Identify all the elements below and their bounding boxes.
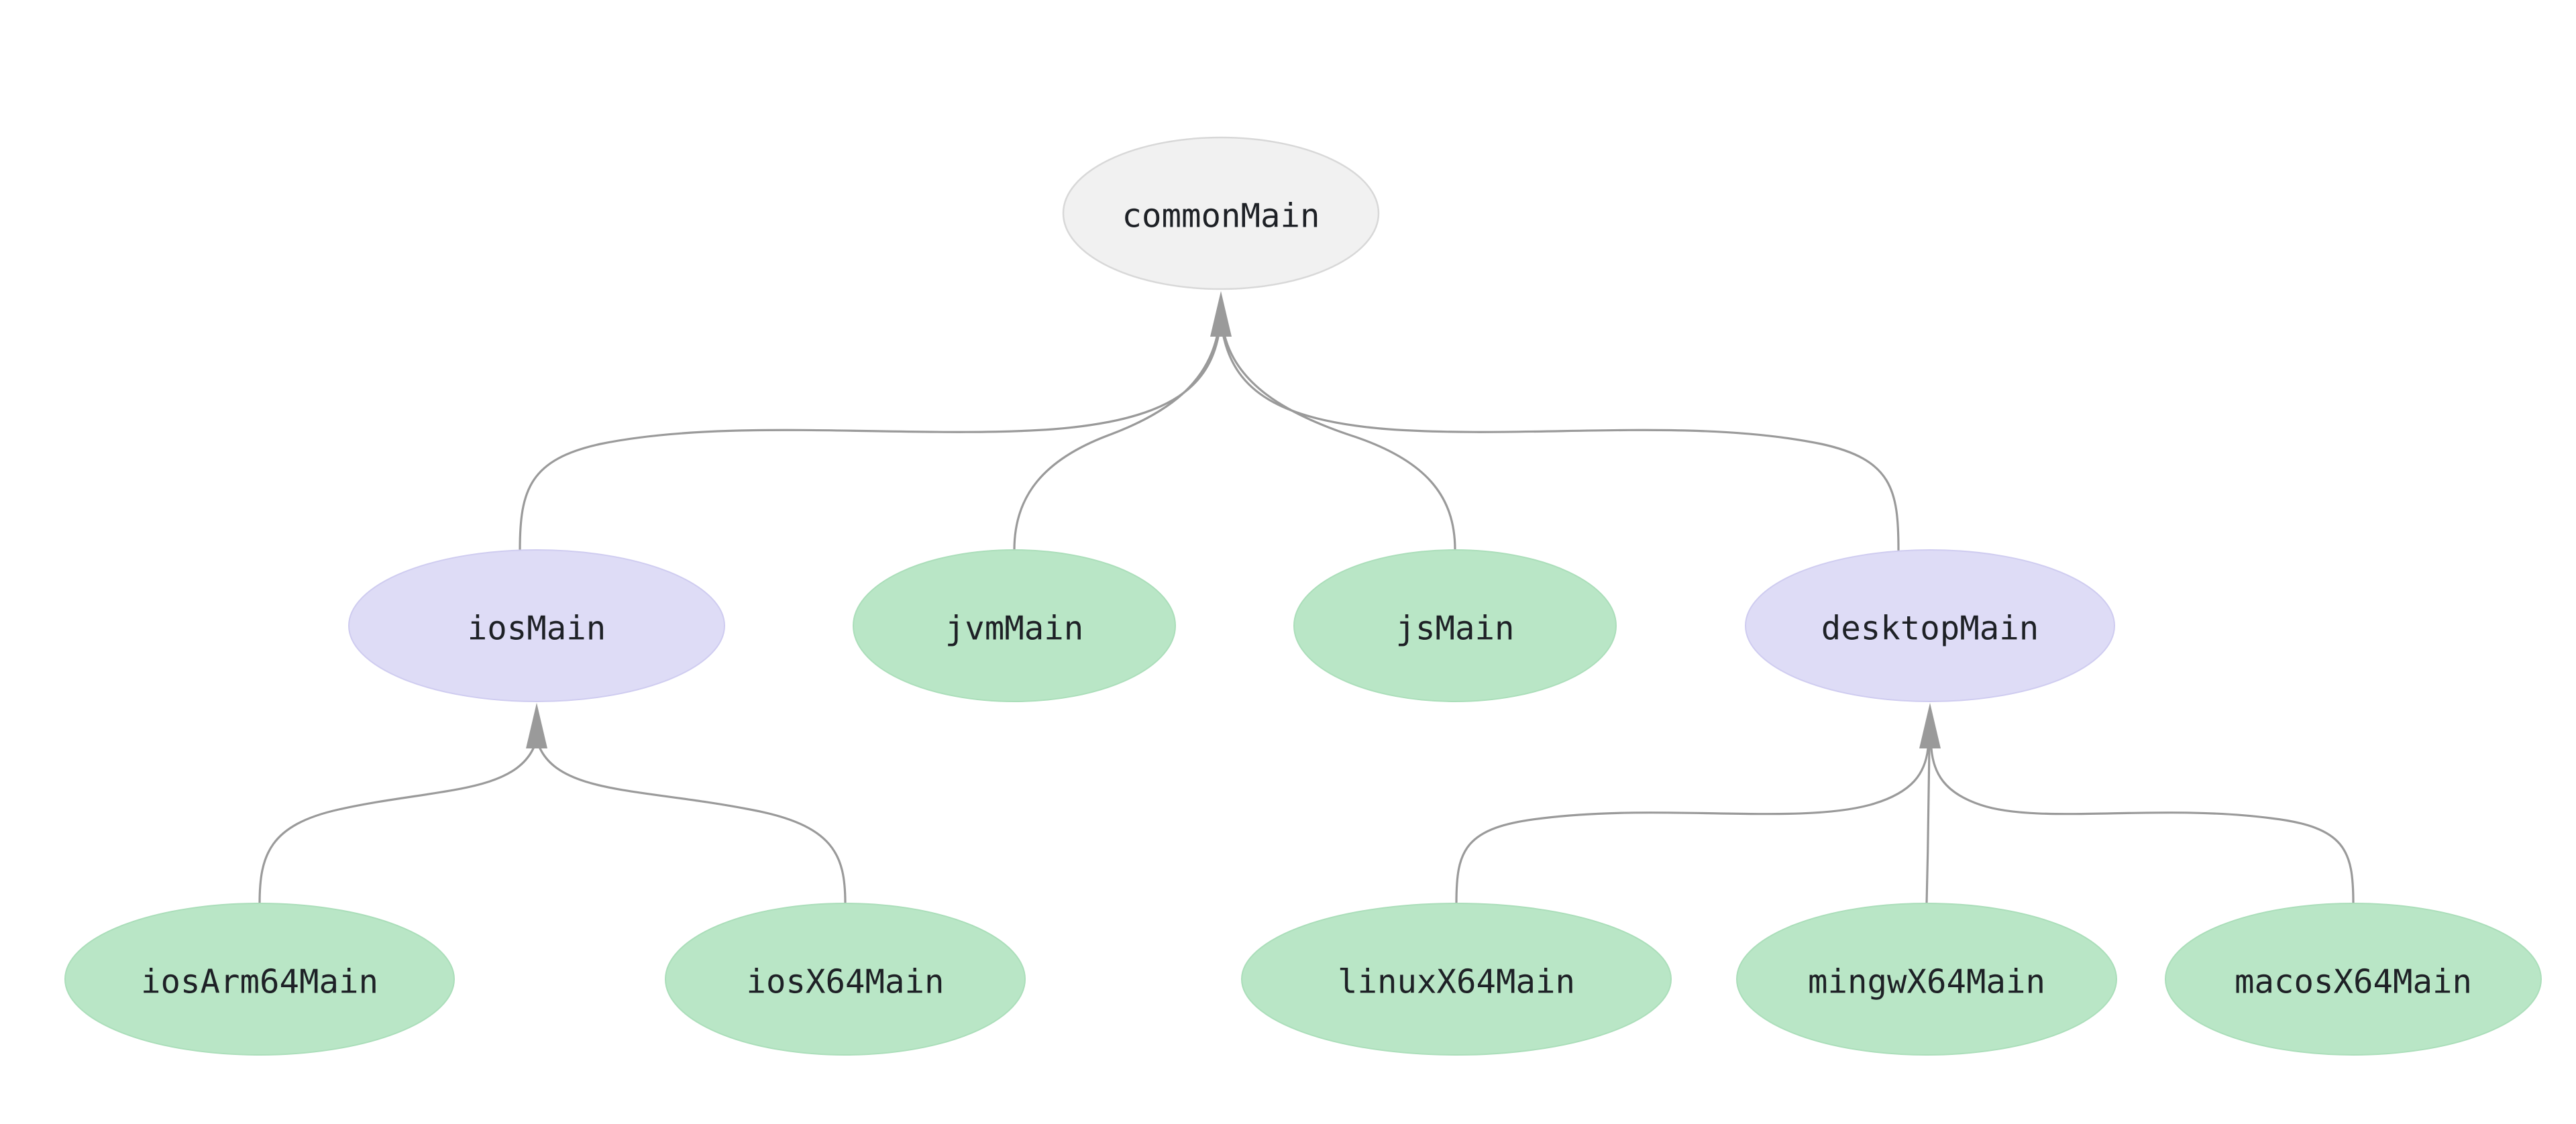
edge-iosmain-to-commonmain: [519, 335, 1220, 551]
node-iosarm64main-label: iosArm64Main: [141, 963, 378, 1001]
node-iosx64main-label: iosX64Main: [746, 963, 944, 1001]
node-desktopmain: desktopMain: [1745, 549, 2115, 702]
node-iosarm64main-shape: [64, 903, 455, 1056]
edge-linuxx64main-to-desktopmain: [1455, 747, 1929, 905]
edge-jsmain-to-commonmain: [1224, 335, 1456, 551]
node-mingwx64main-shape: [1736, 903, 2117, 1056]
arrowhead-desktopmain: [1919, 703, 1941, 748]
edge-desktopmain-to-commonmain: [1222, 335, 1900, 551]
node-iosmain-shape: [348, 549, 725, 702]
edge-macosx64main-to-desktopmain: [1930, 747, 2355, 905]
node-jsmain: jsMain: [1293, 549, 1617, 702]
edge-iosarm64main-to-iosmain: [258, 747, 535, 905]
node-jvmmain-label: jvmMain: [945, 610, 1084, 648]
node-linuxx64main: linuxX64Main: [1241, 903, 1672, 1056]
node-desktopmain-label: desktopMain: [1821, 610, 2039, 648]
node-desktopmain-shape: [1745, 549, 2115, 702]
node-jvmmain-shape: [853, 549, 1176, 702]
node-jsmain-shape: [1293, 549, 1617, 702]
node-macosx64main-label: macosX64Main: [2235, 963, 2472, 1001]
node-macosx64main: macosX64Main: [2165, 903, 2542, 1056]
node-commonmain-shape: [1062, 136, 1380, 290]
node-iosx64main-shape: [665, 903, 1026, 1056]
node-jvmmain: jvmMain: [853, 549, 1176, 702]
node-jsmain-label: jsMain: [1395, 610, 1514, 648]
node-macosx64main-shape: [2165, 903, 2542, 1056]
edge-jvmmain-to-commonmain: [1013, 335, 1218, 551]
node-commonmain: commonMain: [1062, 136, 1380, 290]
edge-iosx64main-to-iosmain: [539, 747, 847, 905]
arrowhead-commonmain: [1210, 291, 1232, 337]
node-mingwx64main-label: mingwX64Main: [1808, 963, 2045, 1001]
node-mingwx64main: mingwX64Main: [1736, 903, 2117, 1056]
node-commonmain-label: commonMain: [1122, 197, 1320, 235]
node-iosarm64main: iosArm64Main: [64, 903, 455, 1056]
node-linuxx64main-shape: [1241, 903, 1672, 1056]
node-linuxx64main-label: linuxX64Main: [1338, 963, 1575, 1001]
edge-mingwx64main-to-desktopmain: [1925, 747, 1931, 905]
node-iosx64main: iosX64Main: [665, 903, 1026, 1056]
edge-group: [258, 291, 2355, 905]
arrowhead-iosmain: [526, 703, 547, 748]
node-iosmain-label: iosMain: [468, 610, 606, 648]
node-iosmain: iosMain: [348, 549, 725, 702]
